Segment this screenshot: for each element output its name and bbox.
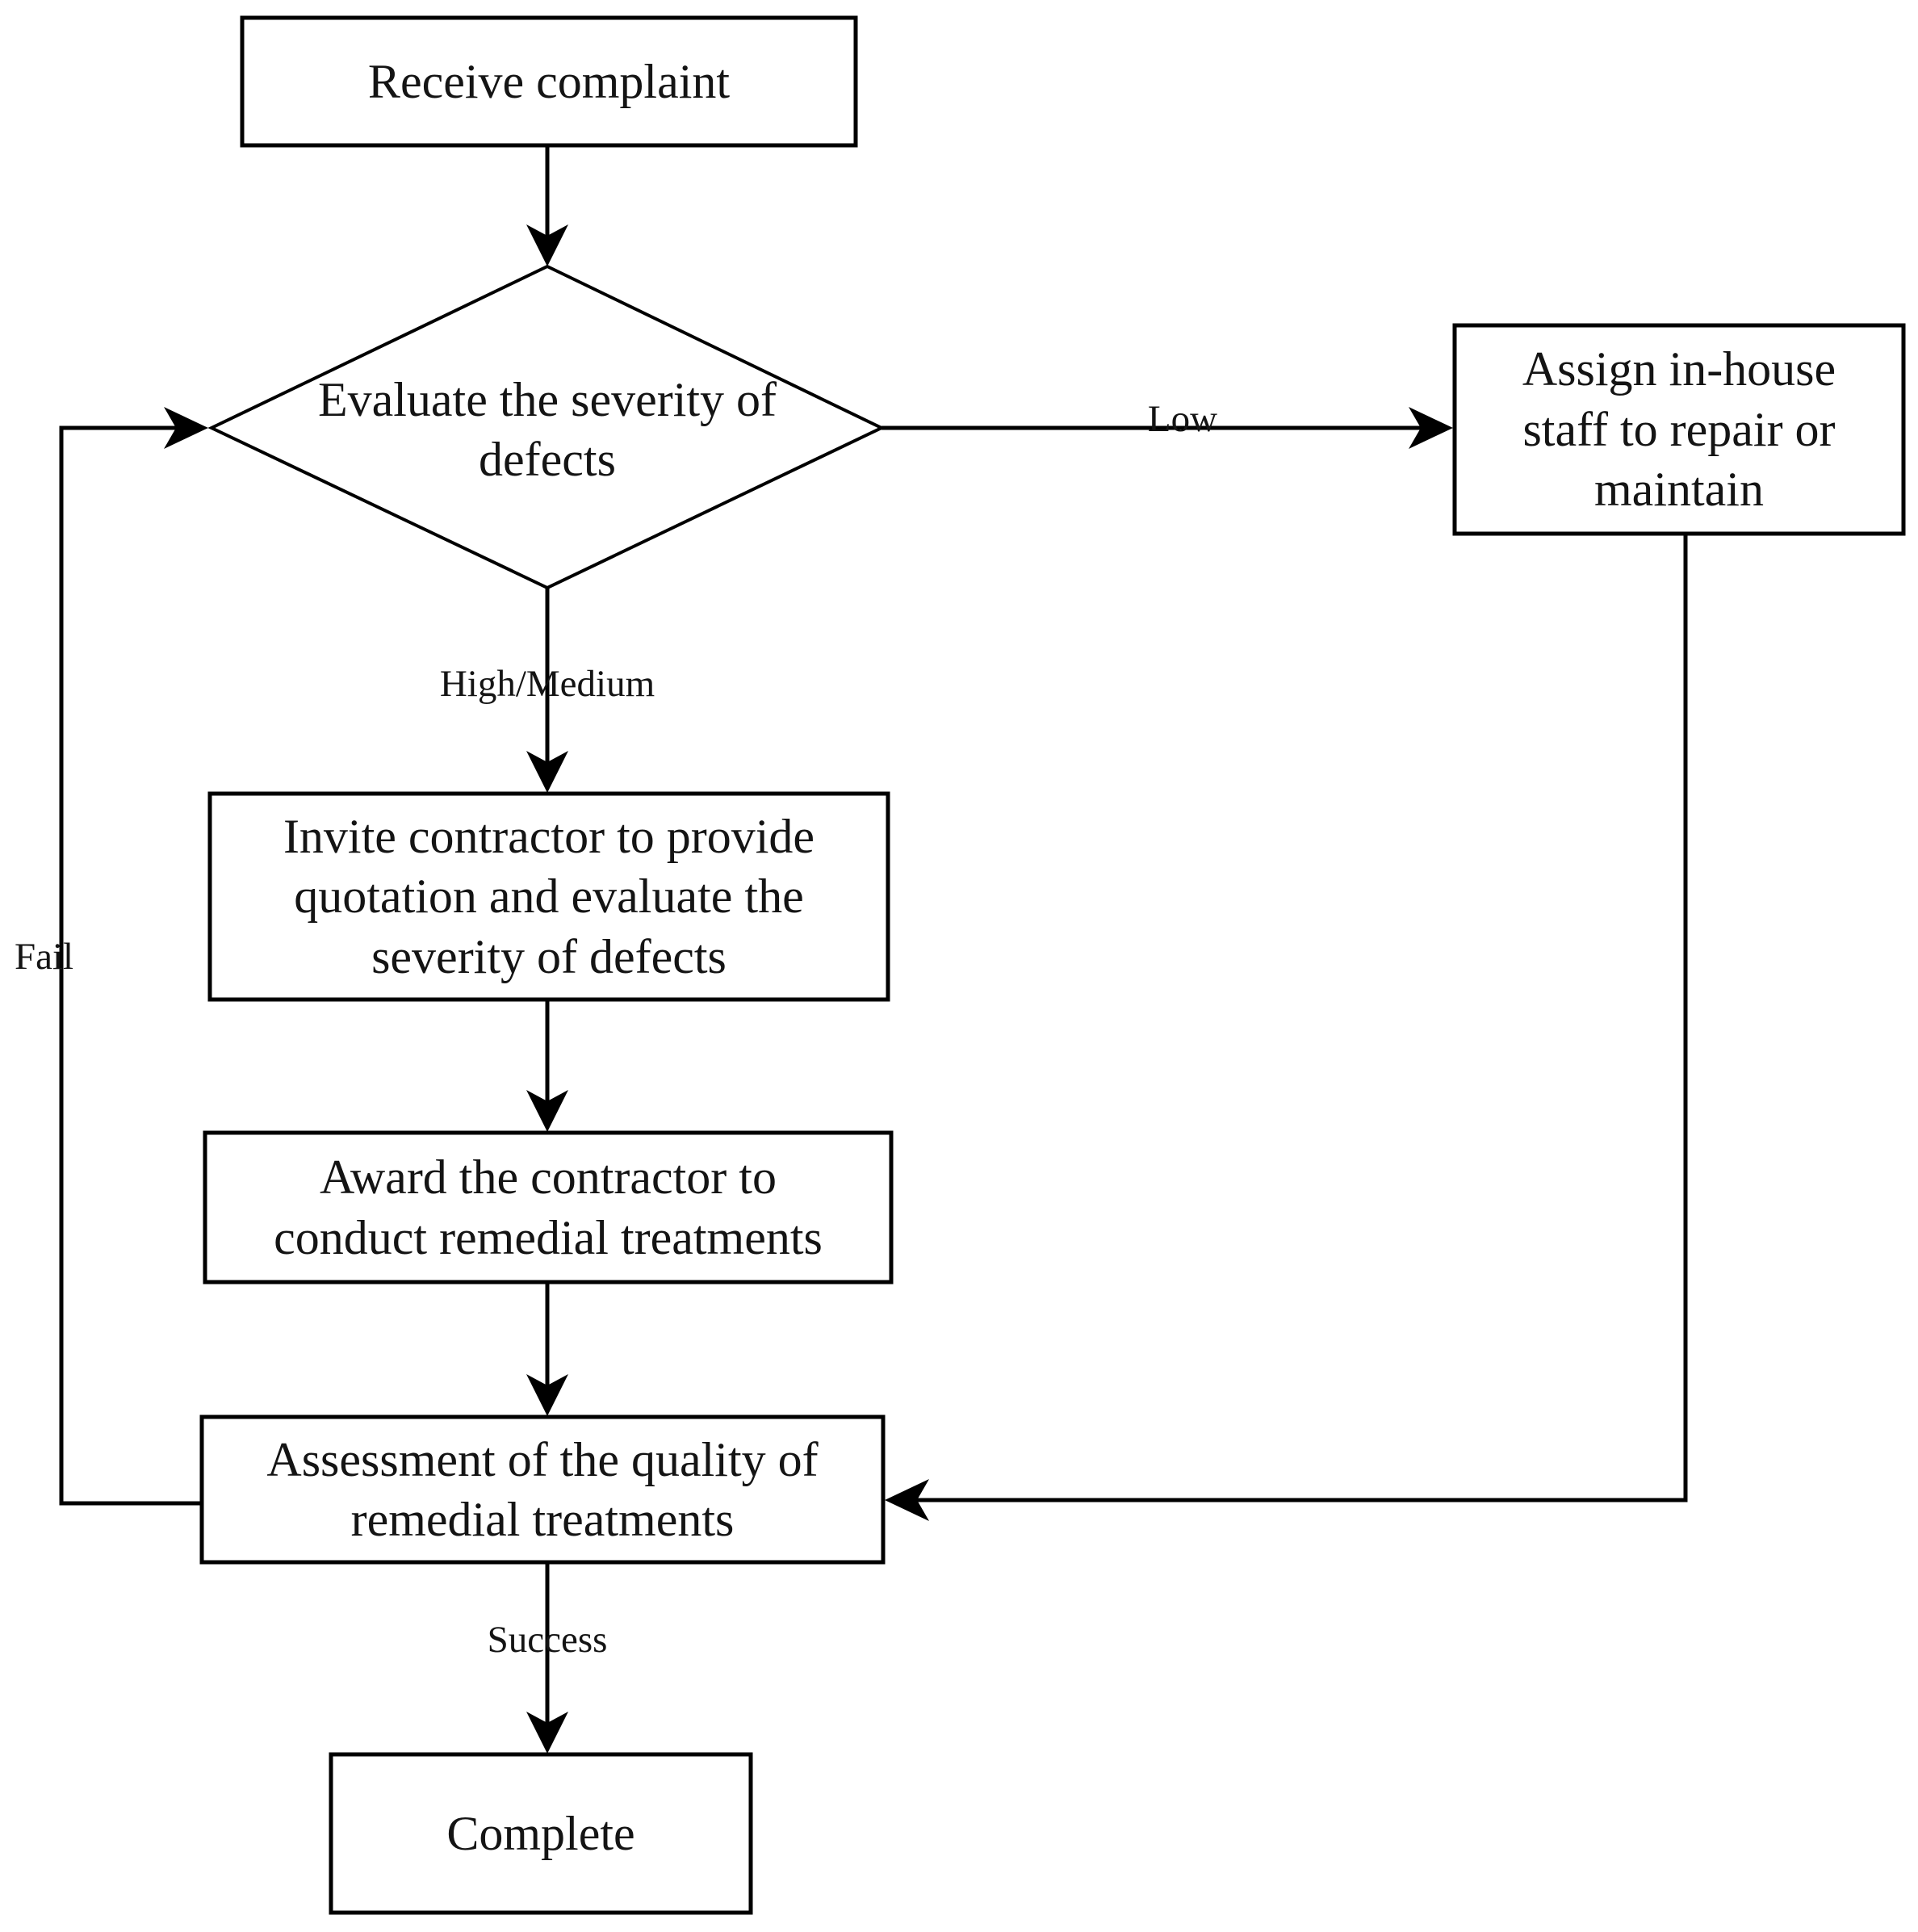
edge-assessment-fail bbox=[59, 407, 208, 1506]
edge-assign-to-assessment bbox=[885, 534, 1688, 1521]
node-award-contractor[interactable] bbox=[203, 1130, 894, 1285]
edge-label-success: Success bbox=[487, 1619, 608, 1661]
edge-label-high-medium: High/Medium bbox=[439, 663, 655, 705]
edge-assessment-success bbox=[526, 1562, 568, 1754]
edge-award-to-assessment bbox=[526, 1282, 568, 1416]
edge-evaluate-low bbox=[882, 407, 1453, 449]
node-receive-complaint[interactable] bbox=[240, 15, 858, 148]
node-invite-contractor[interactable] bbox=[207, 791, 890, 1002]
edge-label-low: Low bbox=[1147, 398, 1218, 440]
edge-label-fail: Fail bbox=[15, 936, 74, 978]
node-evaluate-severity[interactable] bbox=[207, 264, 886, 590]
node-assessment-quality[interactable] bbox=[199, 1414, 886, 1565]
node-complete[interactable] bbox=[329, 1752, 753, 1915]
edge-evaluate-high-medium bbox=[526, 588, 568, 793]
node-assign-in-house[interactable] bbox=[1452, 323, 1906, 536]
edge-receive-to-evaluate bbox=[526, 145, 568, 266]
edge-invite-to-award bbox=[526, 1000, 568, 1132]
